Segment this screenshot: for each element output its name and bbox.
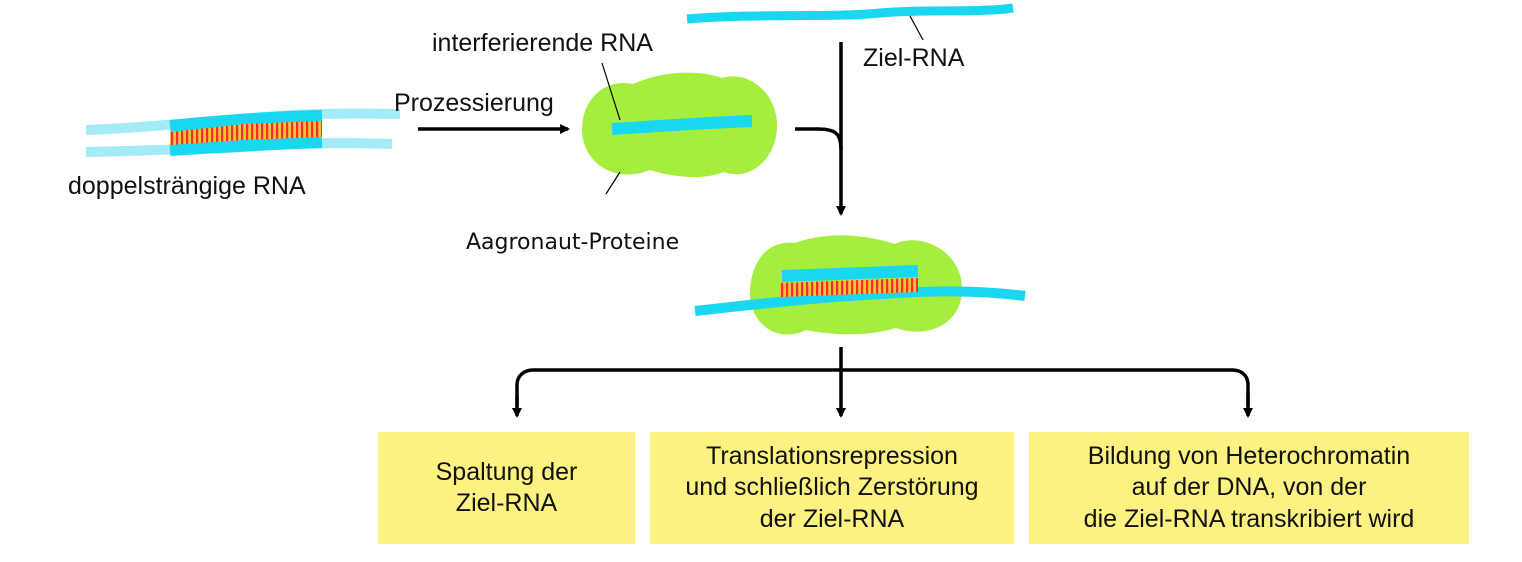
complex-target-rna (694, 286, 1026, 316)
target-rna-label: Ziel-RNA (863, 44, 965, 72)
target-rna-strand (686, 3, 1014, 24)
argonaute-pointer (605, 171, 621, 195)
processing-label: Prozessierung (394, 89, 554, 117)
dsrna-label: doppelsträngige RNA (68, 172, 306, 200)
rnai-complex (694, 235, 1026, 335)
target-rna-pointer (909, 15, 924, 41)
outcome-heterochromatin-box: Bildung von Heterochromatin auf der DNA,… (1029, 432, 1469, 544)
dsrna-molecule (85, 108, 401, 157)
protein-to-join-line (795, 127, 843, 151)
outcome-cleavage-box: Spaltung der Ziel-RNA (378, 432, 635, 544)
dsrna-core-bottom (169, 136, 323, 156)
outcome-translation-repression-box: Translationsrepression und schließlich Z… (650, 432, 1014, 544)
branch-line (515, 368, 1250, 406)
dsrna-core-top (169, 110, 323, 132)
interfering-rna-label: interferierende RNA (432, 29, 653, 57)
outcome-translation-repression-text: Translationsrepression und schließlich Z… (685, 442, 979, 533)
outcome-cleavage-text: Spaltung der Ziel-RNA (435, 457, 578, 517)
complex-base-pairs (780, 278, 918, 297)
interfering-rna-pointer (601, 62, 621, 121)
complex-guide-rna (781, 265, 919, 282)
argonaute-label: Aagronaut-Proteine (466, 230, 680, 255)
outcome-heterochromatin-text: Bildung von Heterochromatin auf der DNA,… (1083, 442, 1415, 533)
dsrna-base-pairs (170, 121, 322, 145)
interfering-rna-strand (611, 115, 753, 135)
